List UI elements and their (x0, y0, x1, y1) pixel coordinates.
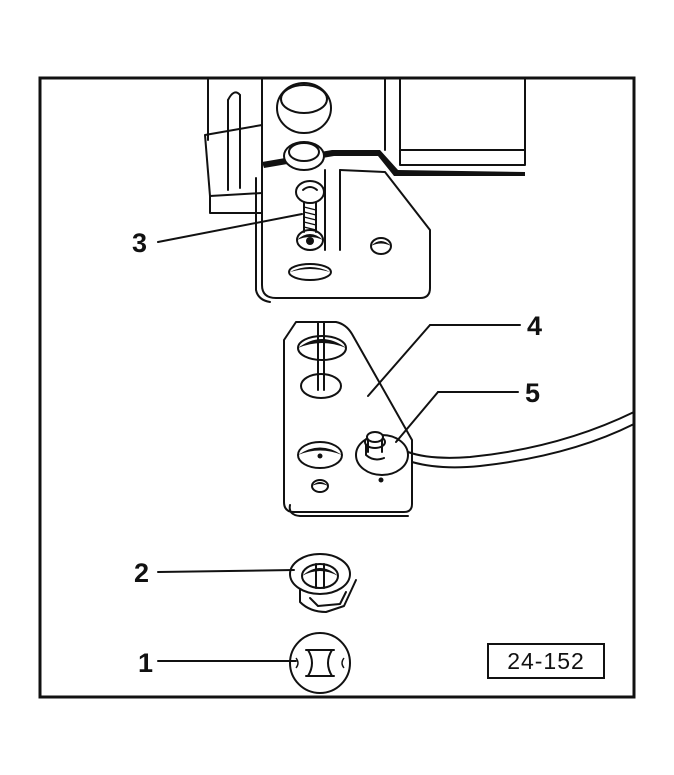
cable (407, 411, 635, 459)
figure-number-box (487, 643, 605, 679)
leader-lines (157, 213, 521, 662)
pin-icon (355, 431, 409, 476)
callout-label-3: 3 (132, 228, 147, 258)
screw-icon (295, 180, 325, 233)
callout-label-4: 4 (527, 311, 542, 341)
clip-nut-icon (289, 553, 357, 613)
callout-label-5: 5 (525, 378, 540, 408)
callout-label-1: 1 (138, 648, 153, 678)
torx-washer-icon (289, 632, 351, 694)
diagram-frame (38, 76, 636, 699)
callout-label-2: 2 (134, 558, 149, 588)
upper-housing (204, 77, 526, 214)
mounting-bracket-icon (283, 321, 413, 517)
upper-bracket (255, 167, 431, 303)
figure-number: 24-152 (507, 648, 585, 674)
